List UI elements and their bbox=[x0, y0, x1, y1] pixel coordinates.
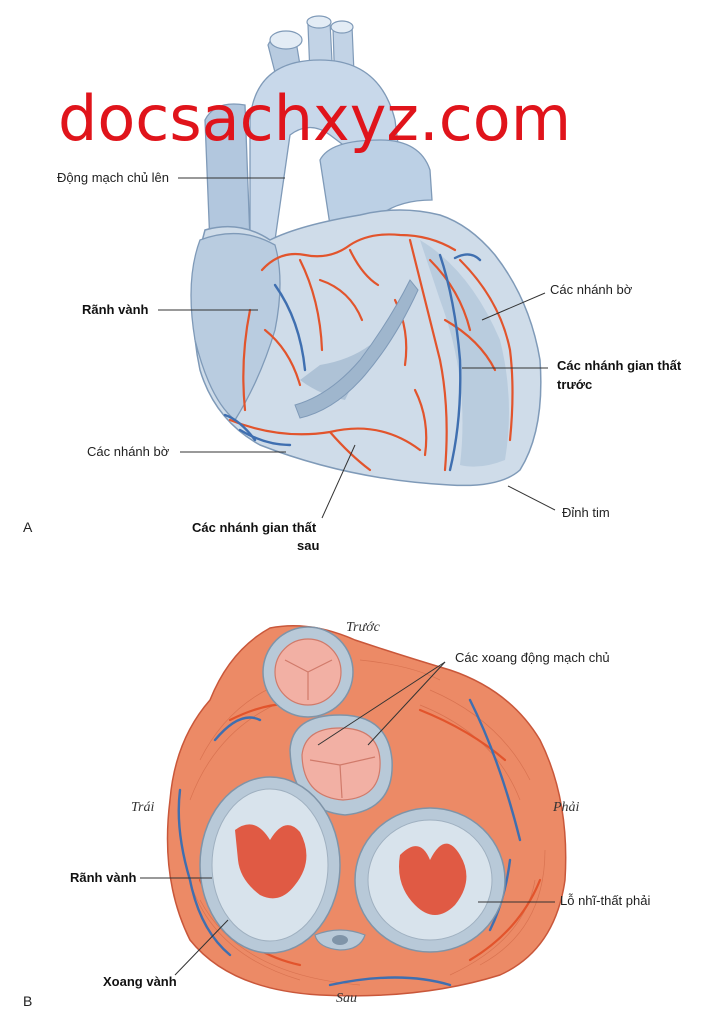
label-marginal-branches-left: Các nhánh bờ bbox=[87, 444, 170, 459]
panel-a-heart bbox=[190, 15, 542, 487]
panel-b-labels: Trước Các xoang động mạch chủ Trái Phải … bbox=[23, 620, 650, 1009]
label-anterior-interventricular-1: Các nhánh gian thất bbox=[557, 358, 682, 373]
label-apex: Đỉnh tim bbox=[562, 505, 610, 520]
panel-a-labels: Động mạch chủ lên Rãnh vành Các nhánh bờ… bbox=[23, 170, 682, 553]
label-ascending-aorta: Động mạch chủ lên bbox=[57, 170, 169, 185]
panel-b-valves bbox=[166, 624, 567, 997]
label-right-av-orifice: Lỗ nhĩ-thất phải bbox=[560, 893, 650, 908]
label-coronary-sulcus: Rãnh vành bbox=[82, 302, 149, 317]
label-anterior: Trước bbox=[346, 620, 381, 635]
right-atrium bbox=[190, 232, 281, 421]
coronary-arteries bbox=[228, 233, 514, 472]
label-coronary-sinus: Xoang vành bbox=[103, 974, 177, 989]
label-anterior-interventricular-2: trước bbox=[557, 377, 592, 392]
label-left: Trái bbox=[131, 800, 154, 815]
great-vessels bbox=[204, 15, 433, 246]
cardiac-veins bbox=[223, 253, 482, 472]
label-right: Phải bbox=[552, 800, 580, 815]
label-posterior: Sau bbox=[336, 991, 357, 1006]
label-aortic-sinuses: Các xoang động mạch chủ bbox=[455, 650, 610, 665]
panel-b-letter: B bbox=[23, 993, 32, 1009]
label-marginal-branches-right: Các nhánh bờ bbox=[550, 282, 633, 297]
label-posterior-interventricular-1: Các nhánh gian thất bbox=[192, 520, 317, 535]
label-coronary-sulcus-b: Rãnh vành bbox=[70, 870, 137, 885]
panel-a-letter: A bbox=[23, 519, 33, 535]
label-posterior-interventricular-2: sau bbox=[297, 538, 319, 553]
watermark: docsachxyz.com bbox=[58, 82, 571, 155]
